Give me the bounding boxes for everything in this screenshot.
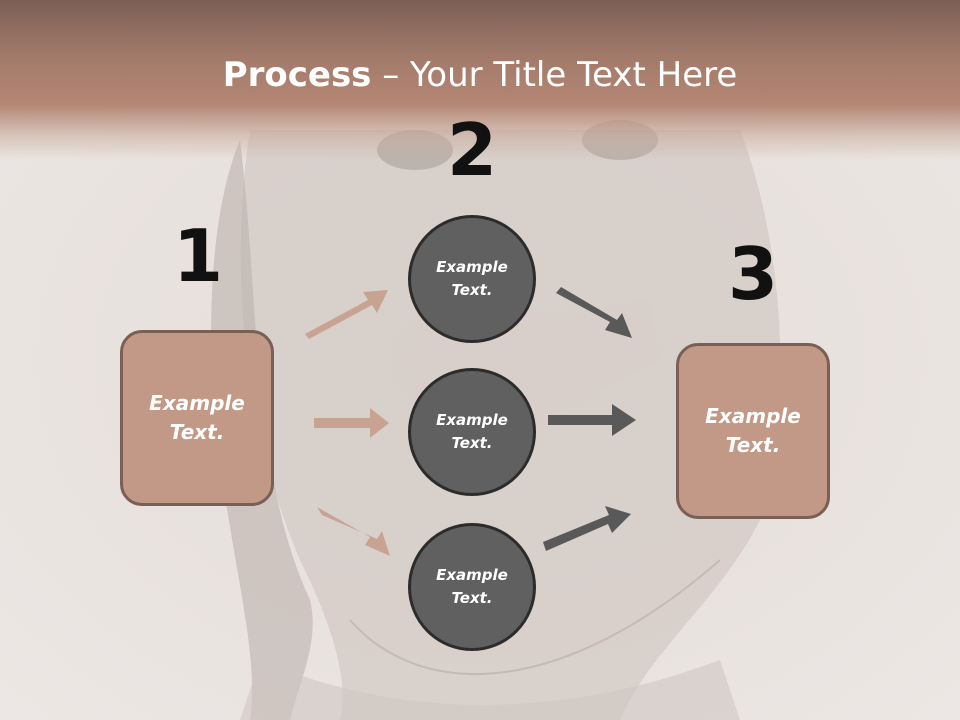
step-3-text-line1: Example [705, 404, 801, 428]
step-1-text-line1: Example [149, 391, 245, 415]
arrow-1-to-middle [314, 408, 389, 438]
arrow-middle-to-3 [548, 404, 636, 436]
circle-middle-line2: Text. [451, 434, 493, 452]
arrow-bottom-to-3 [543, 506, 631, 551]
circle-middle-line1: Example [436, 411, 508, 429]
circle-top-line1: Example [436, 258, 508, 276]
title-band [0, 0, 960, 160]
slide-title: Process – Your Title Text Here [0, 52, 960, 98]
title-bold-part: Process [222, 55, 372, 95]
title-rest: – Your Title Text Here [371, 55, 738, 95]
circle-bottom-line1: Example [436, 566, 508, 584]
step-number-2: 2 [446, 108, 498, 192]
arrow-top-to-3 [556, 287, 632, 338]
step-number-1: 1 [172, 214, 224, 298]
step-number-3: 3 [727, 232, 779, 316]
step-1-text-line2: Text. [169, 420, 225, 444]
arrow-1-to-top [305, 290, 388, 339]
step-3-text-line2: Text. [725, 433, 781, 457]
arrow-1-to-bottom [317, 507, 390, 556]
circle-top-line2: Text. [451, 281, 493, 299]
circle-bottom-line2: Text. [451, 589, 493, 607]
